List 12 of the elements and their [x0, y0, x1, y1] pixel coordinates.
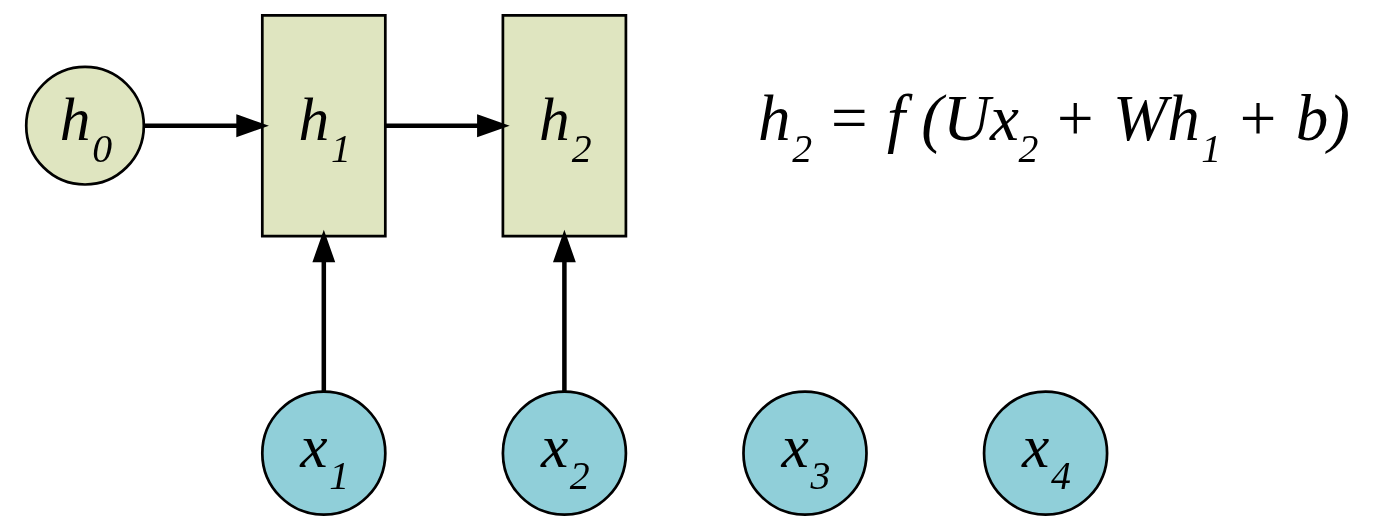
node-circle: x$_{3}$: [742, 390, 868, 516]
node-box: h$_{1}$: [260, 14, 387, 238]
node-box: h$_{2}$: [501, 14, 628, 238]
arrow: [553, 229, 576, 392]
arrow: [385, 114, 510, 138]
arrow: [144, 114, 269, 138]
arrow: [312, 229, 336, 392]
node-circle: h$_{0}$: [24, 65, 146, 186]
node-circle: x$_{1}$: [260, 390, 387, 516]
node-circle: x$_{2}$: [501, 390, 628, 516]
node-circle: x$_{4}$: [982, 390, 1109, 516]
label: h$_{2}$ = f (Ux$_{2}$ + Wh$_{1}$ + b): [757, 81, 1350, 171]
